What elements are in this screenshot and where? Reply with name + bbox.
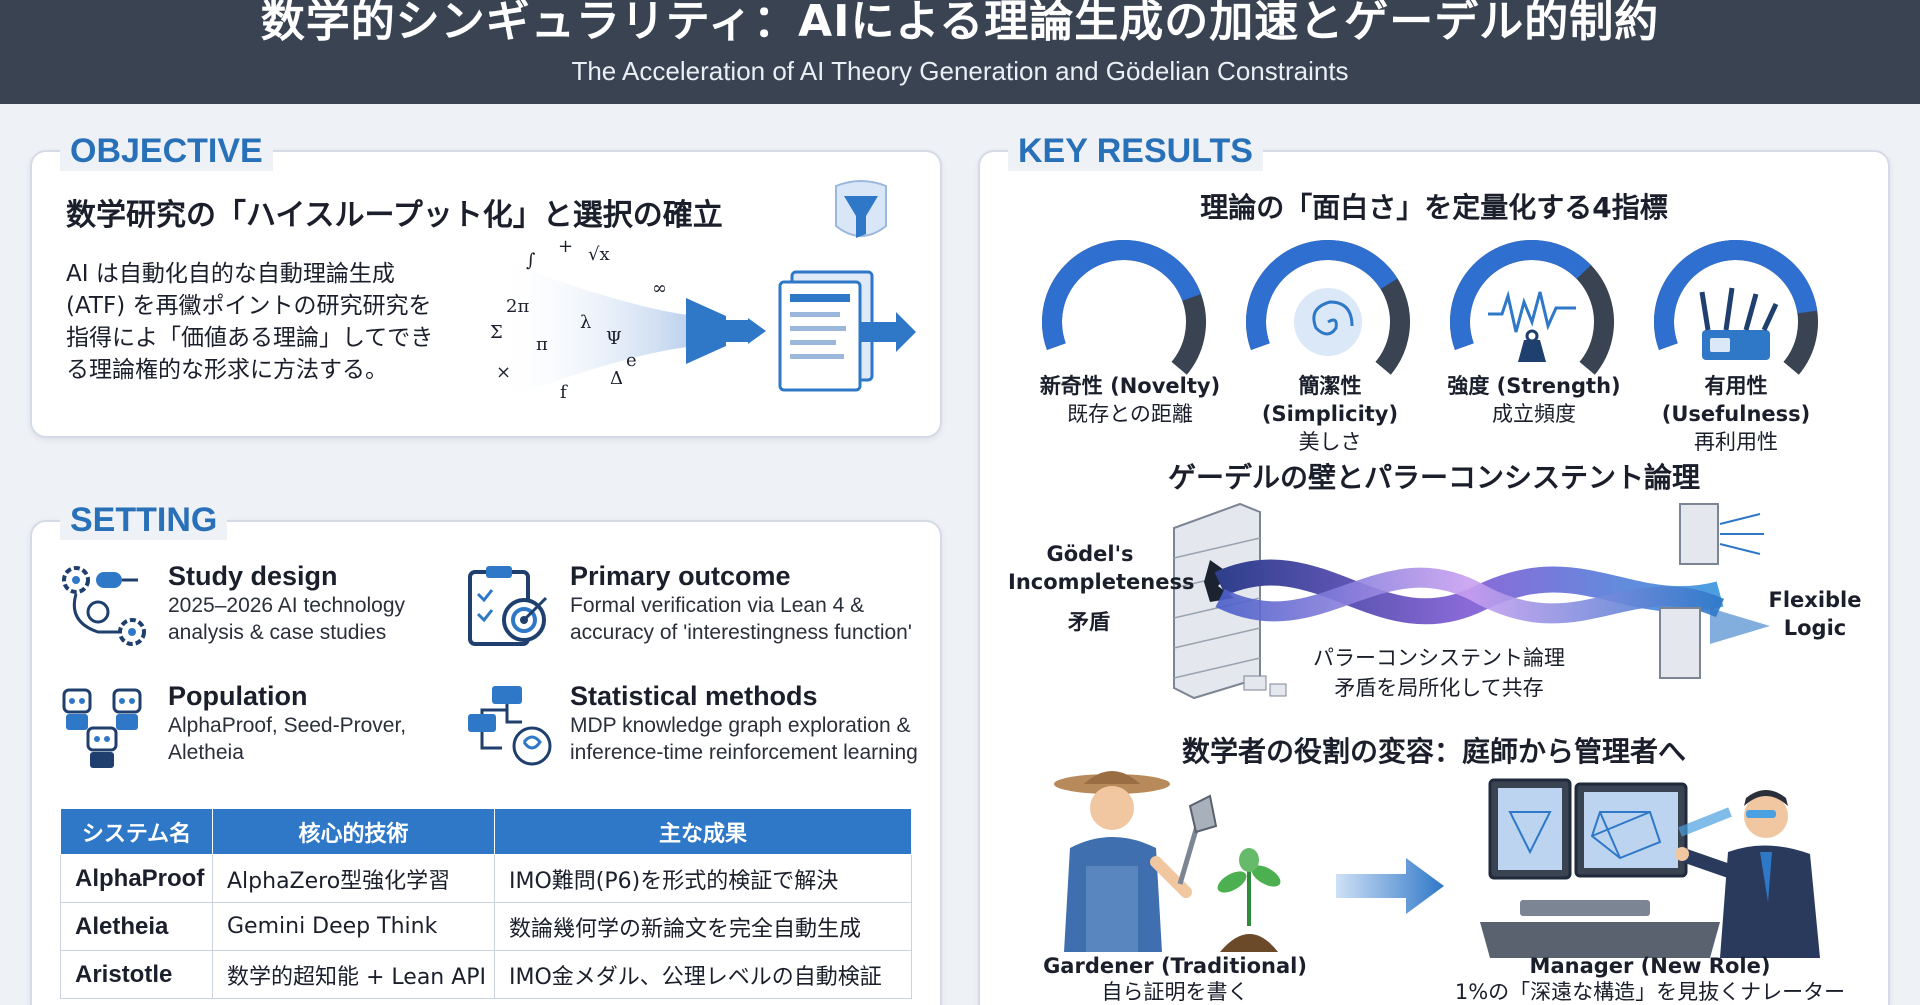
gauges-row xyxy=(1042,240,1818,375)
page-title: 数学的シンギュラリティ：AIによる理論生成の加速とゲーデル的制約 xyxy=(260,0,1660,47)
table-row: Aristotle 数学的超知能 + Lean API IMO金メダル、公理レベ… xyxy=(60,950,912,999)
statistical-methods-desc: MDP knowledge graph exploration & infere… xyxy=(570,714,918,764)
theory-funnel-illustration: Σ π λ Ψ ∫ √x 2π ∞ Δ e f + × xyxy=(490,238,916,403)
table-cell: IMO金メダル、公理レベルの自動検証 xyxy=(494,950,912,999)
robots-icon xyxy=(62,688,142,768)
gardener-title: Gardener (Traditional) xyxy=(1043,954,1307,978)
table-cell: AlphaZero型強化学習 xyxy=(212,854,495,903)
metric-name: 簡潔性 (Simplicity) xyxy=(1261,374,1399,426)
manager-illustration xyxy=(1480,778,1820,958)
multitool-icon xyxy=(1699,287,1779,360)
setting-population: Population AlphaProof, Seed-Prover, Alet… xyxy=(168,680,448,766)
math-symbol: × xyxy=(496,362,511,383)
setting-study-design: Study design 2025–2026 AI technology ana… xyxy=(168,560,468,646)
key-results-label: KEY RESULTS xyxy=(1008,131,1263,171)
population-desc: AlphaProof, Seed-Prover, Aletheia xyxy=(168,714,407,764)
table-header: 主な成果 xyxy=(494,808,912,855)
metric-usefulness: 有用性 (Usefulness) 再利用性 xyxy=(1636,372,1836,456)
math-symbol: Ψ xyxy=(606,328,622,349)
math-symbol: Δ xyxy=(610,368,623,389)
paraconsistent-sub: 矛盾を局所化して共存 xyxy=(1334,676,1544,700)
gardener-desc: 自ら証明を書く xyxy=(1101,980,1249,1004)
table-cell: Aletheia xyxy=(60,902,213,951)
table-cell: Aristotle xyxy=(60,950,213,999)
table-cell: 数論幾何学の新論文を完全自動生成 xyxy=(494,902,912,951)
table-header: システム名 xyxy=(60,808,213,855)
metric-name: 有用性 (Usefulness) xyxy=(1661,374,1811,426)
page-subtitle: The Acceleration of AI Theory Generation… xyxy=(571,56,1349,86)
metrics-title: 理論の「面白さ」を定量化する4指標 xyxy=(1200,191,1668,224)
table-row: AlphaProof AlphaZero型強化学習 IMO難問(P6)を形式的検… xyxy=(60,854,912,903)
table-cell: AlphaProof xyxy=(60,854,213,903)
paraconsistent-label: パラーコンシステント論理 xyxy=(1313,646,1565,670)
manager-desc: 1%の「深遠な構造」を見抜くナレーター xyxy=(1454,980,1846,1004)
metric-name: 新奇性 (Novelty) xyxy=(1039,374,1221,398)
math-symbol: e xyxy=(626,350,637,371)
table-row: Aletheia Gemini Deep Think 数論幾何学の新論文を完全自… xyxy=(60,902,912,951)
brick-wall-icon xyxy=(1173,502,1261,700)
manager-title: Manager (New Role) xyxy=(1529,954,1771,978)
math-symbol: f xyxy=(560,382,568,403)
waveform-weight-icon xyxy=(1488,290,1576,362)
math-symbol: Σ xyxy=(490,322,503,343)
arrow-right-icon xyxy=(1336,858,1444,914)
setting-label: SETTING xyxy=(60,500,228,540)
flexible-logic-label: Flexible Logic xyxy=(1768,588,1862,640)
metric-name: 強度 (Strength) xyxy=(1447,374,1621,398)
gear-workflow-icon xyxy=(62,566,146,646)
metric-simplicity: 簡潔性 (Simplicity) 美しさ xyxy=(1230,372,1430,456)
funnel-icon xyxy=(835,180,887,238)
gauge-fill xyxy=(1042,240,1202,351)
gauge-fill xyxy=(1654,240,1818,351)
spiral-icon xyxy=(1294,288,1362,356)
math-symbol: √x xyxy=(588,244,610,265)
table-header-row: システム名 核心的技術 主な成果 xyxy=(60,808,912,855)
primary-outcome-desc: Formal verification via Lean 4 & accurac… xyxy=(570,594,912,644)
objective-body: AI は自動化自的な自動理論生成 (ATF) を再黴ポイントの研究研究を指得によ… xyxy=(66,261,434,383)
metric-desc: 既存との距離 xyxy=(1067,402,1193,426)
study-design-title: Study design xyxy=(168,561,338,591)
metric-desc: 再利用性 xyxy=(1694,430,1778,454)
objective-heading: 数学研究の「ハイスループット化」と選択の確立 xyxy=(66,198,723,233)
systems-table: システム名 核心的技術 主な成果 AlphaProof AlphaZero型強化… xyxy=(60,808,912,999)
table-cell: Gemini Deep Think xyxy=(212,902,495,951)
roles-title: 数学者の役割の変容：庭師から管理者へ xyxy=(1181,735,1686,768)
godel-left-label: Gödel's Incompleteness xyxy=(1008,542,1195,594)
population-title: Population xyxy=(168,681,308,711)
page-header: 数学的シンギュラリティ：AIによる理論生成の加速とゲーデル的制約 The Acc… xyxy=(0,0,1920,104)
godel-wall-illustration xyxy=(1173,502,1770,700)
flowchart-brain-icon xyxy=(468,686,552,766)
table-cell: 数学的超知能 + Lean API xyxy=(212,950,495,999)
setting-primary-outcome: Primary outcome Formal verification via … xyxy=(570,560,930,646)
math-symbol: π xyxy=(536,334,548,355)
statistical-methods-title: Statistical methods xyxy=(570,681,818,711)
math-symbol: ∫ xyxy=(526,250,536,271)
clipboard-target-icon xyxy=(468,566,548,646)
math-symbol: 2π xyxy=(506,296,529,317)
godel-title: ゲーデルの壁とパラーコンシステント論理 xyxy=(1167,461,1700,494)
gauge-fill xyxy=(1246,240,1398,351)
metric-strength: 強度 (Strength) 成立頻度 xyxy=(1434,372,1634,428)
math-symbol: + xyxy=(558,238,573,257)
study-design-desc: 2025–2026 AI technology analysis & case … xyxy=(168,594,406,644)
gauge-fill xyxy=(1450,240,1591,351)
gardener-illustration xyxy=(1054,771,1281,952)
metric-novelty: 新奇性 (Novelty) 既存との距離 xyxy=(1030,372,1230,428)
math-symbol: λ xyxy=(580,312,591,333)
contradiction-label: 矛盾 xyxy=(1068,610,1110,634)
math-symbol: ∞ xyxy=(652,278,667,299)
setting-statistical-methods: Statistical methods MDP knowledge graph … xyxy=(570,680,930,766)
objective-label: OBJECTIVE xyxy=(60,131,273,171)
metric-desc: 成立頻度 xyxy=(1492,402,1576,426)
table-header: 核心的技術 xyxy=(212,808,495,855)
primary-outcome-title: Primary outcome xyxy=(570,561,791,591)
metric-desc: 美しさ xyxy=(1298,430,1362,454)
table-cell: IMO難問(P6)を形式的検証で解決 xyxy=(494,854,912,903)
